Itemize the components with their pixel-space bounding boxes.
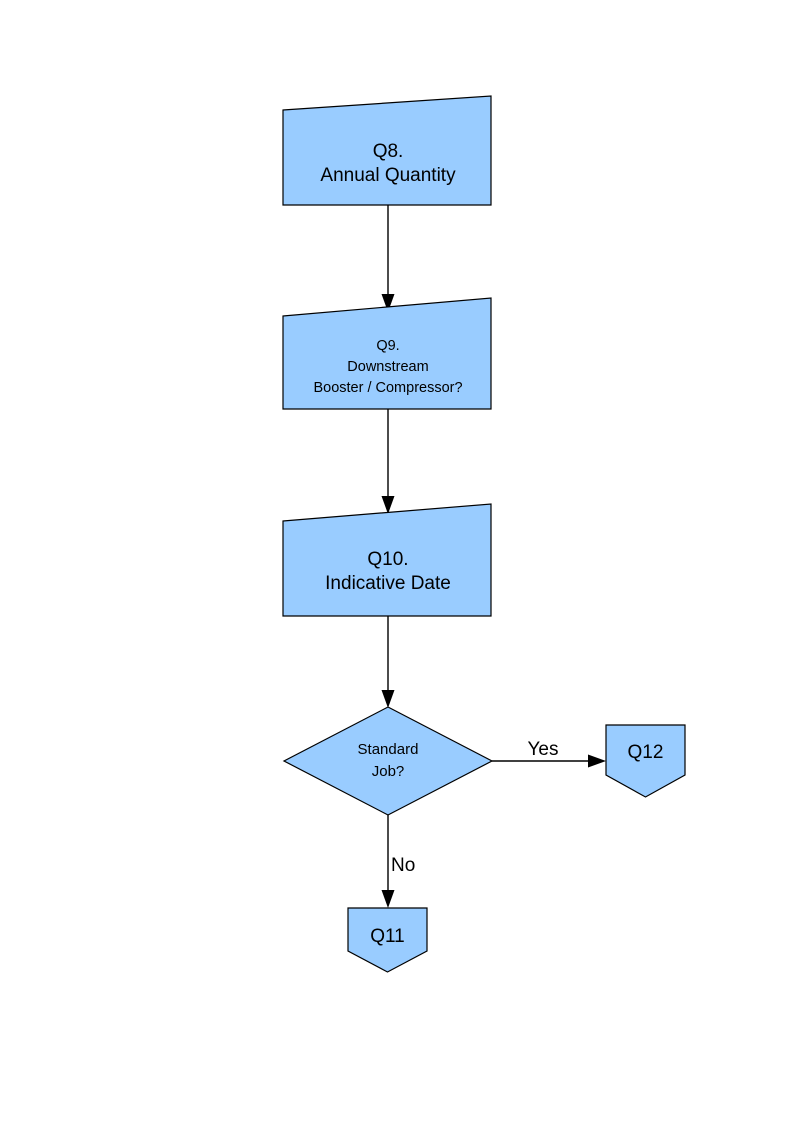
node-decision-line2: Job?	[372, 763, 405, 780]
node-q9-line2: Downstream	[347, 359, 428, 375]
node-q12-label: Q12	[628, 742, 664, 763]
connector-q10-to-decision	[381, 616, 395, 708]
node-q11-shape[interactable]	[347, 907, 428, 973]
node-q9[interactable]: Q9. Downstream Booster / Compressor?	[282, 297, 492, 410]
node-q8[interactable]: Q8. Annual Quantity	[282, 95, 492, 206]
node-q9-line3: Booster / Compressor?	[313, 380, 462, 396]
edge-label-yes: Yes	[528, 739, 559, 760]
node-q11-label: Q11	[370, 926, 405, 947]
node-q12[interactable]: Q12	[605, 724, 686, 798]
node-q12-shape[interactable]	[605, 724, 686, 798]
node-q8-line1: Q8.	[373, 141, 404, 162]
connector-decision-to-q12	[492, 754, 606, 768]
connector-q9-to-q10	[381, 409, 395, 514]
node-decision-standard-job[interactable]: Standard Job?	[282, 706, 494, 816]
node-q9-line1: Q9.	[376, 338, 399, 354]
node-q9-shape[interactable]	[282, 297, 492, 410]
node-decision-line1: Standard	[358, 741, 419, 758]
node-q10-line2: Indicative Date	[325, 573, 451, 594]
node-q10[interactable]: Q10. Indicative Date	[282, 503, 492, 617]
node-q8-line2: Annual Quantity	[320, 165, 456, 186]
connector-decision-to-q11	[381, 815, 395, 908]
node-q11[interactable]: Q11	[347, 907, 428, 973]
node-q10-shape[interactable]	[282, 503, 492, 617]
node-q10-line1: Q10.	[367, 549, 408, 570]
node-decision-shape[interactable]	[282, 706, 494, 816]
connector-q8-to-q9	[381, 205, 395, 312]
edge-label-no: No	[391, 855, 415, 876]
node-q8-shape[interactable]	[282, 95, 492, 206]
